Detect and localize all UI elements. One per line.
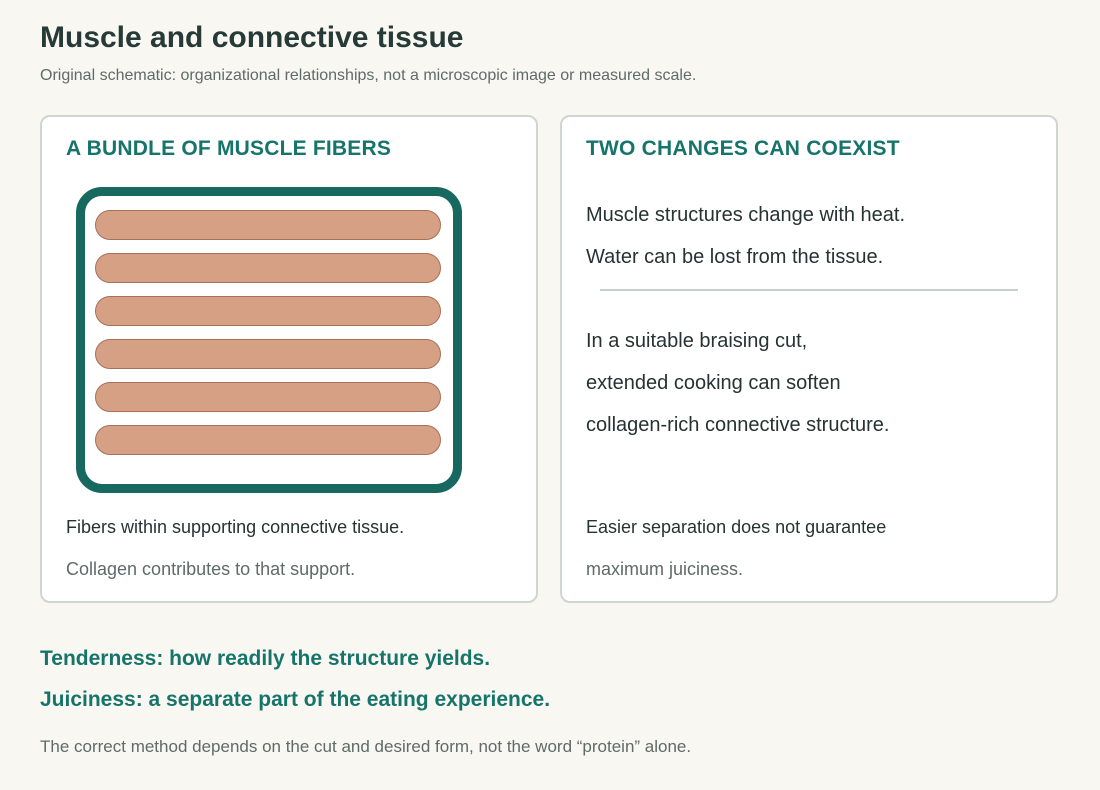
water-loss-text: Water can be lost from the tissue. <box>586 246 884 268</box>
braising-text-line-3: collagen-rich connective structure. <box>586 414 890 436</box>
heat-change-text: Muscle structures change with heat. <box>586 204 906 226</box>
page-subtitle: Original schematic: organizational relat… <box>40 67 697 84</box>
connective-tissue-bundle <box>76 187 462 493</box>
changes-heading: TWO CHANGES CAN COEXIST <box>586 137 900 160</box>
muscle-fiber <box>95 210 441 240</box>
muscle-bundle-panel: A BUNDLE OF MUSCLE FIBERS Fibers within … <box>40 115 538 603</box>
bundle-caption: Fibers within supporting connective tiss… <box>66 517 405 537</box>
panel-divider <box>600 289 1018 291</box>
juiciness-definition: Juiciness: a separate part of the eating… <box>40 688 551 711</box>
braising-text-line-2: extended cooking can soften <box>586 372 841 394</box>
bundle-subcaption: Collagen contributes to that support. <box>66 559 356 579</box>
muscle-bundle-heading: A BUNDLE OF MUSCLE FIBERS <box>66 137 392 160</box>
muscle-fiber <box>95 382 441 412</box>
muscle-fiber <box>95 339 441 369</box>
muscle-fiber <box>95 296 441 326</box>
page-title: Muscle and connective tissue <box>40 21 464 54</box>
juiciness-note: Easier separation does not guarantee <box>586 517 887 537</box>
muscle-fiber <box>95 425 441 455</box>
tenderness-definition: Tenderness: how readily the structure yi… <box>40 647 491 670</box>
juiciness-note-sub: maximum juiciness. <box>586 559 744 579</box>
muscle-fiber <box>95 253 441 283</box>
changes-panel: TWO CHANGES CAN COEXIST Muscle structure… <box>560 115 1058 603</box>
method-footnote: The correct method depends on the cut an… <box>40 737 692 756</box>
braising-text-line-1: In a suitable braising cut, <box>586 330 808 352</box>
